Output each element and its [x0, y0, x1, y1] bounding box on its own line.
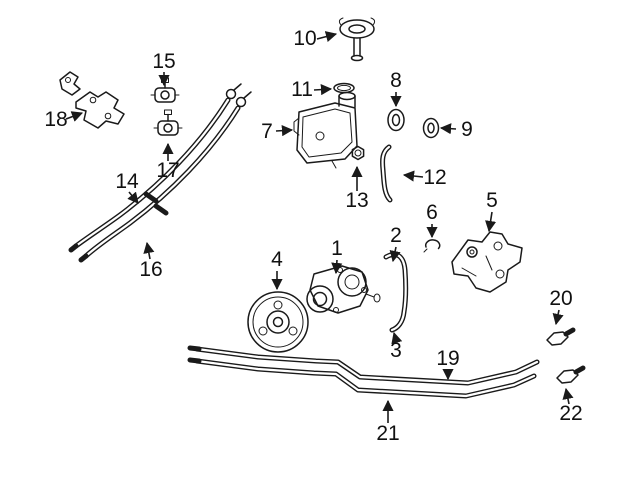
callout-10: 10: [293, 27, 316, 50]
callout-13: 13: [345, 189, 368, 212]
callout-2: 2: [390, 224, 402, 247]
leader-line-11: [313, 84, 333, 96]
washer-icon: [422, 117, 440, 139]
callout-labels: 1 2 3 4 5 6 7 8 9 10 11 12 13 14 15 16 1…: [44, 27, 582, 445]
callout-15: 15: [152, 50, 175, 73]
retainer-clip-icon: [423, 239, 441, 253]
leader-line-9: [439, 123, 457, 135]
power-steering-pump-icon: [306, 265, 381, 314]
leader-line-22: [562, 387, 574, 405]
callout-4: 4: [271, 248, 283, 271]
callout-22: 22: [559, 402, 582, 425]
callout-8: 8: [390, 69, 402, 92]
o-ring-icon: [333, 82, 355, 94]
leader-line-10: [316, 31, 338, 42]
reservoir-cap-icon: [338, 17, 376, 62]
leader-line-20: [552, 309, 564, 326]
callout-21: 21: [376, 422, 399, 445]
callout-7: 7: [261, 120, 273, 143]
short-hose-icon: [380, 144, 393, 203]
leader-line-2: [389, 246, 401, 263]
leader-line-14: [127, 191, 139, 204]
callout-17: 17: [156, 159, 179, 182]
clamp-lower-icon: [153, 109, 183, 136]
pulley-icon: [247, 291, 309, 353]
callout-16: 16: [139, 258, 162, 281]
seal-icon: [387, 108, 405, 132]
clamp-upper-icon: [150, 77, 180, 103]
mounting-bracket-icon: [451, 231, 523, 293]
suction-hose-icon: [383, 251, 409, 333]
leader-line-5: [485, 211, 497, 233]
leader-line-7: [275, 125, 294, 137]
leader-lines: [65, 31, 574, 423]
callout-1: 1: [331, 237, 343, 260]
leader-line-16: [143, 241, 155, 260]
callout-11: 11: [291, 78, 313, 101]
leader-line-1: [331, 259, 343, 275]
callout-6: 6: [426, 201, 438, 224]
fitting-lower-icon: [556, 365, 586, 384]
callout-14: 14: [115, 170, 139, 193]
cooler-pipes-icon: [187, 345, 540, 399]
callout-20: 20: [549, 287, 572, 310]
fitting-upper-icon: [546, 327, 576, 346]
nut-icon: [351, 145, 365, 161]
callout-5: 5: [486, 189, 498, 212]
callout-9: 9: [461, 118, 473, 141]
fluid-reservoir-icon: [293, 91, 358, 169]
leader-line-18: [65, 111, 84, 122]
callout-12: 12: [423, 166, 446, 189]
callout-18: 18: [44, 108, 67, 131]
pressure-return-hoses-icon: [68, 83, 252, 263]
callout-19: 19: [436, 347, 459, 370]
callout-3: 3: [390, 339, 402, 362]
bracket-icon: [59, 71, 125, 129]
leader-line-3: [391, 331, 403, 345]
leader-line-12: [402, 170, 424, 182]
